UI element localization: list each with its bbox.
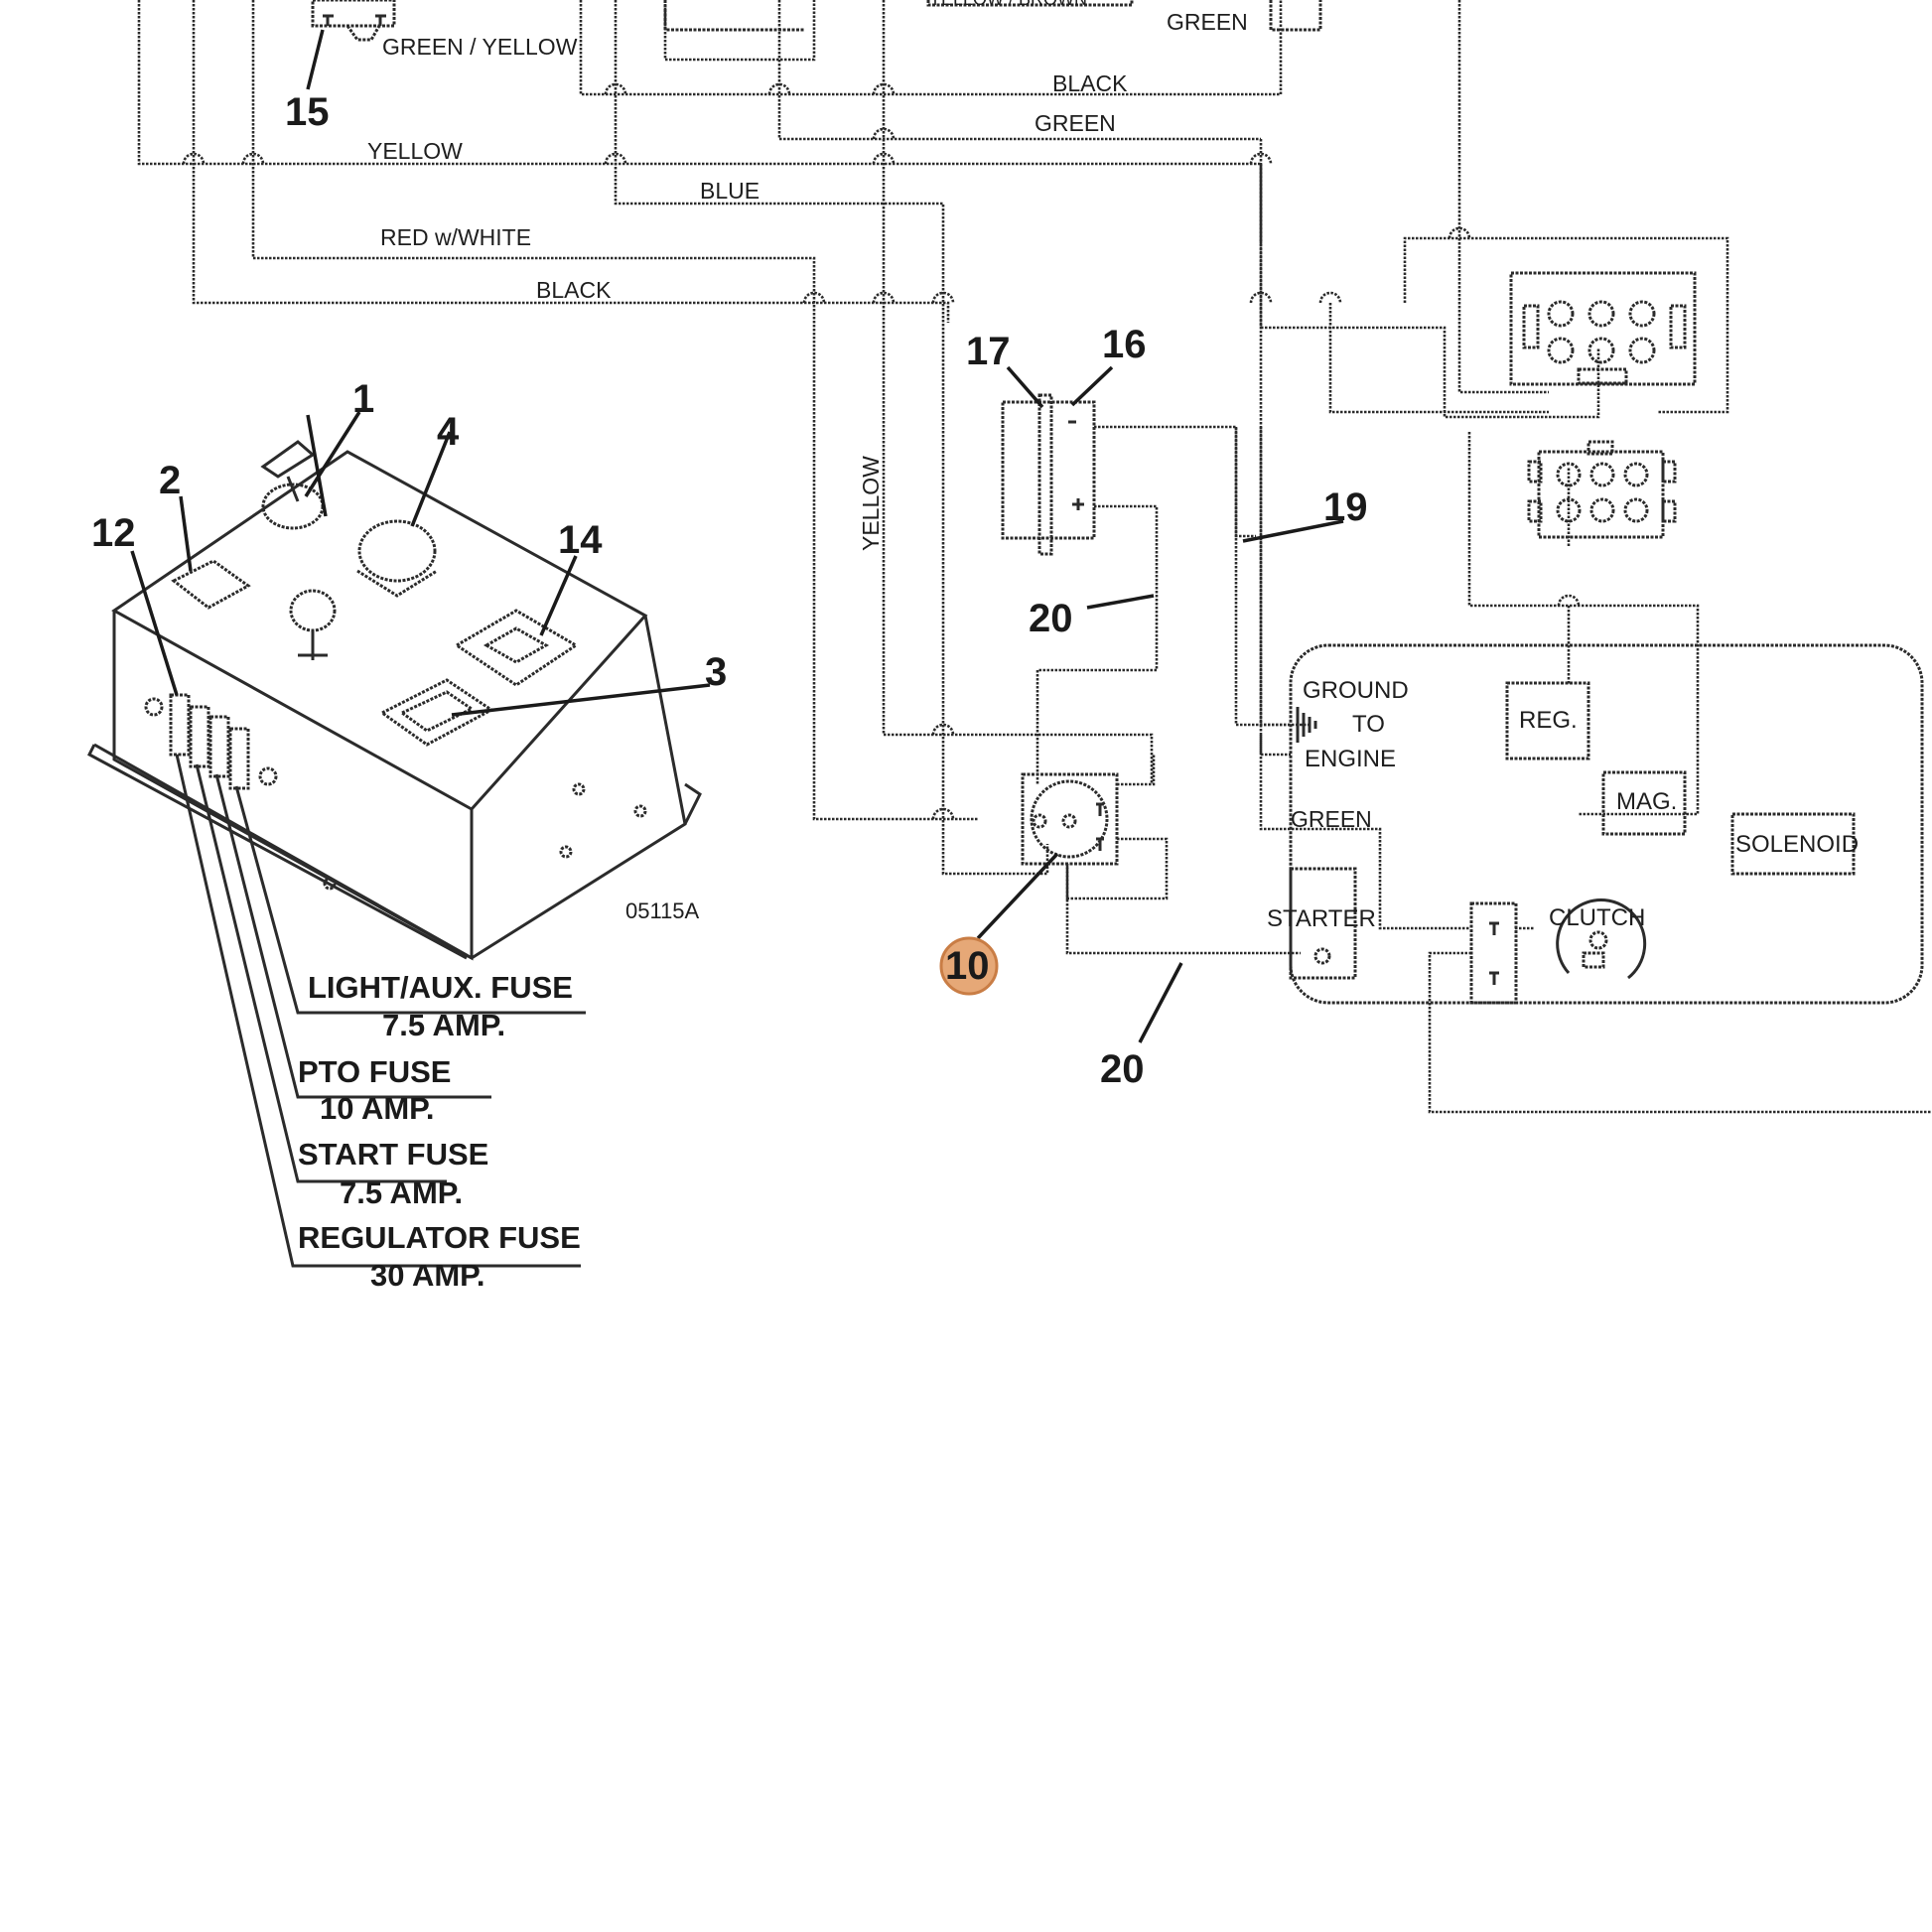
part-number-1: 1 [352,377,374,421]
fuse-name-regulator: REGULATOR FUSE [298,1220,581,1255]
wire-label-red-white: RED w/WHITE [380,224,531,250]
mag-label: MAG. [1616,788,1677,815]
drawing-code: 05115A [625,898,700,923]
ground-wires [1234,427,1469,930]
part-number-10: 10 [945,944,990,988]
component-16-17 [1001,393,1256,784]
part-number-14: 14 [558,518,603,562]
part-number-4: 4 [437,410,460,454]
wire-label-black-top: BLACK [1052,70,1128,96]
ground-label-line1: GROUND [1303,677,1409,704]
wire-label-green-engine: GREEN [1291,806,1372,832]
part-number-20-upper: 20 [1029,597,1073,640]
highlight-callout-10 [939,936,999,996]
reg-label: REG. [1519,707,1578,734]
ignition-switch-10 [1021,755,1301,955]
wire-label-green-top: GREEN [1167,9,1248,35]
top-connector-boxes [663,0,1322,32]
fuse-rating-regulator: 30 AMP. [370,1258,484,1293]
part-number-20-lower: 20 [1100,1047,1145,1091]
ground-label-line2: TO [1352,711,1385,738]
switch-15 [311,0,396,42]
wire-label-green-mid: GREEN [1035,110,1116,136]
plug-connector-lower [1527,440,1677,539]
wire-label-yellow-brown: YELLOW / BROWN [929,0,1087,9]
engine-outline [1289,643,1932,1114]
part-number-12: 12 [91,511,136,555]
clutch-label: CLUTCH [1549,904,1645,931]
part-number-group: 1 2 4 12 14 3 15 17 16 19 20 20 10 [91,90,1368,1091]
fuse-leaders [175,754,586,1268]
wire-label-group: YELLOW / BROWN GREEN GREEN / YELLOW BLAC… [367,0,1372,832]
starter-label: STARTER [1267,905,1376,932]
fuse-name-pto: PTO FUSE [298,1054,451,1089]
fuse-label-group: LIGHT/AUX. FUSE 7.5 AMP. PTO FUSE 10 AMP… [298,970,581,1293]
wire-label-black-lower: BLACK [536,277,612,303]
part-leaders [130,29,1344,1043]
control-panel-drawing [87,440,702,961]
part-number-16: 16 [1102,323,1147,366]
plug-connector-upper [1509,271,1697,386]
solenoid-label: SOLENOID [1735,831,1859,858]
part-number-19: 19 [1323,485,1368,529]
fuse-name-start: START FUSE [298,1137,488,1172]
part-number-3: 3 [705,650,727,694]
fuse-rating-pto: 10 AMP. [320,1091,434,1126]
harness-wires [137,0,1729,876]
wire-label-blue: BLUE [700,178,759,204]
fuse-rating-start: 7.5 AMP. [340,1175,463,1210]
part-number-17: 17 [966,330,1011,373]
wire-label-yellow-mid: YELLOW [367,138,463,164]
part-number-2: 2 [159,459,181,502]
fuse-rating-light-aux: 7.5 AMP. [382,1008,505,1042]
part-number-15: 15 [285,90,330,134]
component-label-group: GROUND TO ENGINE REG. MAG. SOLENOID STAR… [1267,677,1859,932]
wire-label-yellow-vertical: YELLOW [858,456,884,551]
wire-label-green-yellow: GREEN / YELLOW [382,34,578,60]
ground-label-line3: ENGINE [1305,746,1396,772]
fuse-name-light-aux: LIGHT/AUX. FUSE [308,970,573,1005]
